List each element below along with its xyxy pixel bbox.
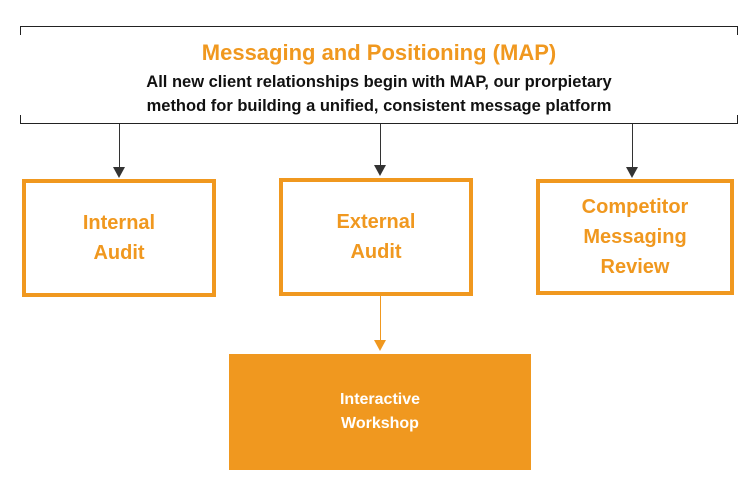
connector-to-external-audit — [380, 124, 381, 167]
interactive-workshop-box: Interactive Workshop — [229, 354, 531, 470]
bracket-gap-right — [736, 35, 740, 115]
diagram-subtitle-line-2: method for building a unified, consisten… — [146, 97, 612, 115]
connector-to-interactive-workshop — [380, 296, 381, 342]
internal-audit-label: Internal Audit — [82, 212, 156, 264]
connector-to-internal-audit — [119, 124, 120, 169]
bracket-gap-left — [19, 35, 23, 115]
interactive-workshop-label: Interactive Workshop — [339, 391, 421, 432]
diagram-title: Messaging and Positioning (MAP) — [201, 40, 557, 65]
arrowhead-to-interactive-workshop — [374, 340, 386, 351]
competitor-review-label: Competitor Messaging Review — [581, 196, 689, 278]
competitor-review-box: Competitor Messaging Review — [536, 179, 734, 295]
internal-audit-box: Internal Audit — [22, 179, 216, 297]
external-audit-box: External Audit — [279, 178, 473, 296]
external-audit-label: External Audit — [336, 211, 416, 263]
arrowhead-to-competitor-review — [626, 167, 638, 178]
arrowhead-to-internal-audit — [113, 167, 125, 178]
diagram-subtitle-line-1: All new client relationships begin with … — [146, 73, 612, 91]
arrowhead-to-external-audit — [374, 165, 386, 176]
connector-to-competitor-review — [632, 124, 633, 169]
